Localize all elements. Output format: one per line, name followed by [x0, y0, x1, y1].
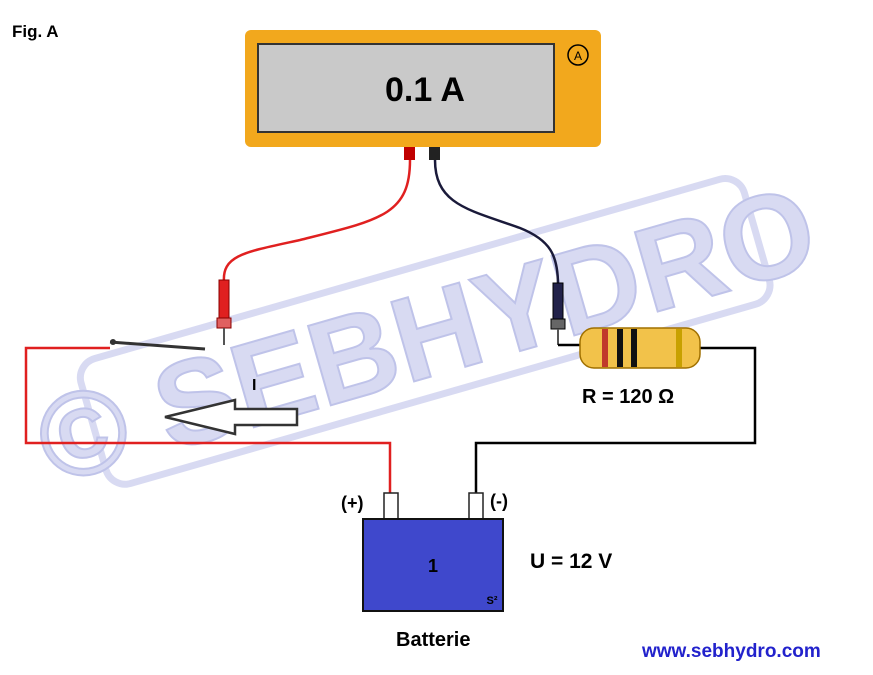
watermark: © SEBHYDRO [21, 159, 831, 511]
resistor-band-3 [631, 329, 637, 367]
resistor-label: R = 120 Ω [582, 386, 675, 408]
watermark-text: © SEBHYDRO [22, 160, 830, 510]
resistor-band-2 [617, 329, 623, 367]
battery-number: 1 [428, 556, 438, 576]
ammeter-reading: 0.1 A [385, 71, 465, 109]
black-probe [550, 282, 566, 345]
battery-terminal-negative [468, 492, 484, 520]
ammeter-terminal-positive [404, 147, 415, 160]
red-probe-lead [222, 159, 412, 283]
battery-terminal-positive [383, 492, 399, 520]
ammeter: 0.1 A A [245, 30, 601, 160]
watermark-frame [76, 175, 774, 488]
ammeter-terminal-negative [429, 147, 440, 160]
ammeter-symbol: A [574, 49, 582, 63]
resistor-band-1 [602, 329, 608, 367]
battery-plus-label: (+) [341, 493, 364, 513]
battery-body [362, 518, 504, 612]
battery-minus-label: (-) [490, 491, 508, 511]
current-label: I [252, 377, 257, 394]
website-link[interactable]: www.sebhydro.com [642, 641, 821, 662]
current-arrow [164, 398, 299, 436]
resistor-body [579, 327, 701, 369]
black-probe-lead [433, 159, 560, 286]
black-wire [474, 346, 757, 493]
figure-label: Fig. A [12, 22, 59, 41]
battery-corner-mark: S² [487, 595, 498, 607]
battery: 1 S² [362, 492, 504, 612]
resistor [579, 327, 701, 369]
voltage-label: U = 12 V [530, 550, 613, 573]
open-switch [109, 340, 206, 351]
ammeter-symbol-circle [567, 44, 589, 66]
red-probe [216, 279, 232, 345]
ammeter-display [257, 43, 555, 133]
battery-name: Batterie [396, 629, 471, 651]
resistor-band-4 [676, 329, 682, 367]
red-wire [24, 346, 392, 493]
